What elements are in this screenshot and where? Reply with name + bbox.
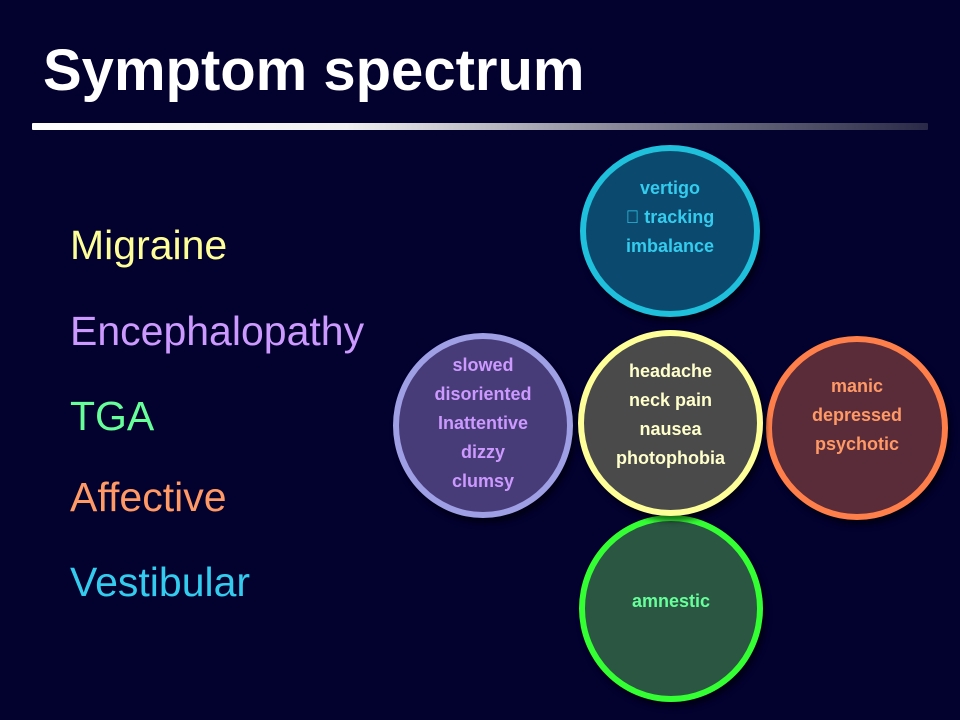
vestibular-symptom: imbalance — [625, 235, 715, 256]
slide-title: Symptom spectrum — [43, 38, 585, 103]
migraine-symptom: headache — [628, 361, 713, 381]
affective-symptoms-circle: manic depressed psychotic — [766, 336, 948, 520]
affective-symptom: depressed — [811, 404, 903, 425]
migraine-symptom: photophobia — [616, 448, 725, 468]
affective-symptom: psychotic — [814, 433, 899, 454]
migraine-symptom: nausea — [639, 419, 702, 439]
category-tga: TGA — [70, 393, 155, 439]
category-migraine: Migraine — [70, 222, 228, 268]
migraine-symptom: neck pain — [628, 390, 713, 410]
tga-symptom: amnestic — [631, 591, 711, 611]
category-vestibular: Vestibular — [70, 559, 251, 605]
encephalopathy-symptom: Inattentive — [437, 413, 528, 433]
tga-symptoms-circle: amnestic — [579, 515, 763, 702]
vestibular-symptoms-circle: vertigo  tracking imbalance — [580, 145, 760, 317]
vestibular-symptom:  tracking — [626, 206, 715, 227]
migraine-symptoms-circle: headache neck pain nausea photophobia — [578, 330, 763, 516]
encephalopathy-symptom: slowed — [452, 355, 514, 375]
title-divider — [32, 123, 928, 130]
encephalopathy-symptoms-circle: slowed disoriented Inattentive dizzy clu… — [393, 333, 573, 518]
encephalopathy-symptom: disoriented — [434, 384, 532, 404]
encephalopathy-symptom: clumsy — [451, 471, 515, 491]
category-encephalopathy: Encephalopathy — [70, 308, 365, 354]
affective-symptom: manic — [830, 375, 883, 396]
category-affective: Affective — [70, 474, 227, 520]
encephalopathy-symptom: dizzy — [460, 442, 505, 462]
vestibular-symptom: vertigo — [639, 177, 700, 198]
